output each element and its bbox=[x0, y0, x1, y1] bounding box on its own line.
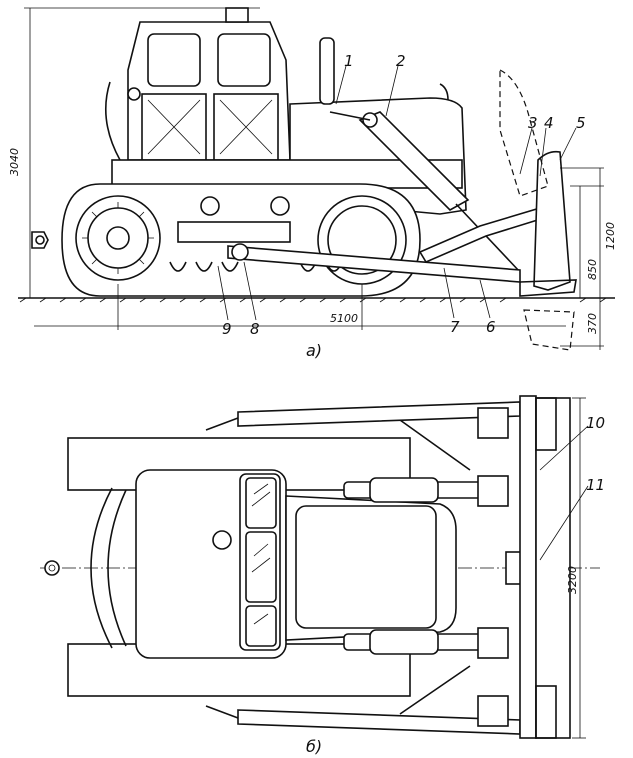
engine-hood-plan bbox=[285, 495, 457, 641]
blade-plan bbox=[519, 395, 537, 739]
side-view bbox=[18, 7, 615, 351]
callout-7: 7 bbox=[450, 318, 460, 336]
cab-window-rear bbox=[217, 33, 271, 87]
dim-lift-height: 850 bbox=[586, 259, 599, 280]
callout-5: 5 bbox=[576, 114, 586, 132]
callout-10: 10 bbox=[586, 414, 605, 432]
dim-track-length: 5100 bbox=[330, 312, 358, 325]
callout-2: 2 bbox=[396, 52, 406, 70]
blade-lowered bbox=[523, 309, 575, 351]
caption-b: б) bbox=[306, 737, 322, 756]
dim-dig-depth: 370 bbox=[586, 313, 599, 334]
blade-raised bbox=[499, 69, 549, 197]
callout-11: 11 bbox=[586, 476, 605, 494]
callout-9: 9 bbox=[222, 320, 232, 338]
callout-1: 1 bbox=[344, 52, 354, 70]
callout-3: 3 bbox=[528, 114, 538, 132]
callout-4: 4 bbox=[544, 114, 554, 132]
callout-6: 6 bbox=[486, 318, 496, 336]
exhaust-pipe bbox=[319, 37, 335, 105]
cab-window-front bbox=[147, 33, 201, 87]
blade bbox=[533, 150, 571, 291]
dim-blade-height: 1200 bbox=[604, 222, 617, 250]
dim-blade-width: 3200 bbox=[566, 566, 579, 594]
dim-total-height: 3040 bbox=[8, 148, 21, 176]
plan-view bbox=[40, 395, 600, 739]
caption-a: а) bbox=[306, 341, 322, 360]
callout-8: 8 bbox=[250, 320, 260, 338]
